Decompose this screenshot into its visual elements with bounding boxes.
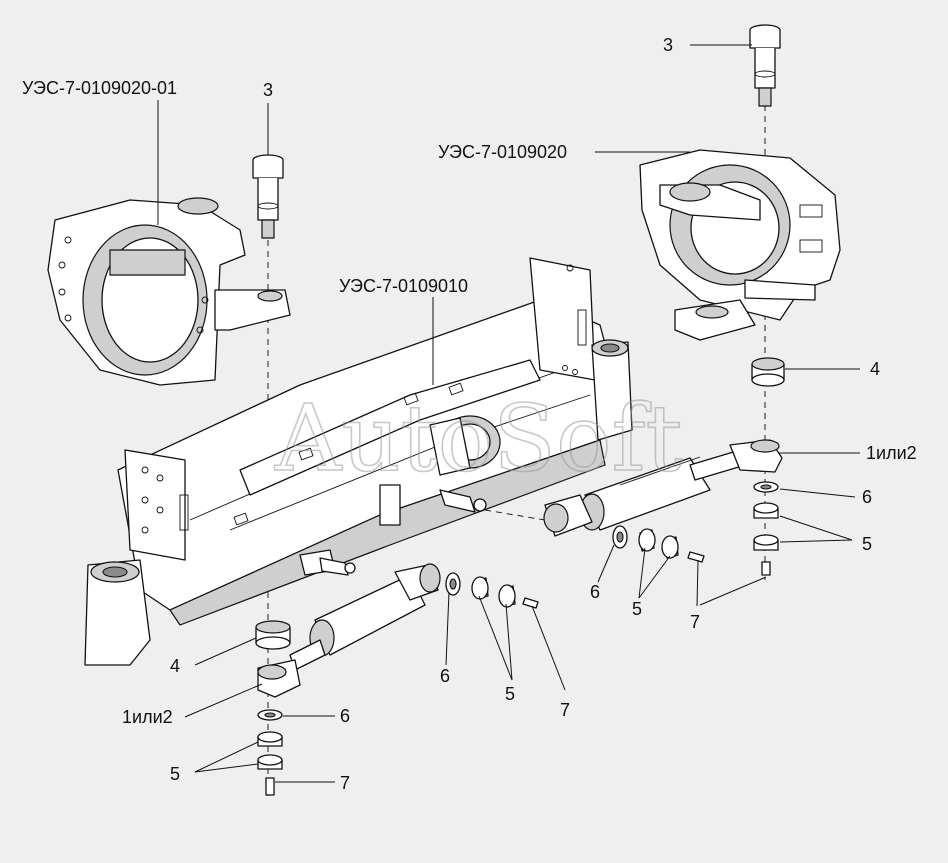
watermark: AutoSoft — [274, 385, 683, 492]
king-pin-right — [749, 24, 781, 107]
label-cylinder-right: 1или2 — [866, 443, 917, 463]
right-steering-knuckle — [639, 149, 841, 341]
label-knuckle-right: УЭС-7-0109020 — [438, 142, 567, 162]
label-pin-left: 3 — [263, 80, 273, 100]
label-washer-right-stack: 6 — [862, 487, 872, 507]
label-fitting-left-mid: 7 — [560, 700, 570, 720]
axle-beam — [84, 257, 633, 666]
label-fitting-left-stack: 7 — [340, 773, 350, 793]
hardware-right-mid — [612, 525, 705, 563]
label-nuts-left-stack: 5 — [170, 764, 180, 784]
label-washer-left-stack: 6 — [340, 706, 350, 726]
label-knuckle-left: УЭС-7-0109020-01 — [22, 78, 177, 98]
label-nuts-right-mid: 5 — [632, 599, 642, 619]
left-steering-knuckle — [47, 197, 291, 386]
label-pin-right: 3 — [663, 35, 673, 55]
label-bushing-right: 4 — [870, 359, 880, 379]
label-nuts-left-mid: 5 — [505, 684, 515, 704]
label-washer-right-mid: 6 — [590, 582, 600, 602]
king-pin-left — [252, 154, 284, 239]
label-nuts-right-stack: 5 — [862, 534, 872, 554]
hardware-left-stack — [257, 709, 283, 796]
leader-lines — [157, 44, 860, 783]
label-bushing-left: 4 — [170, 656, 180, 676]
hydraulic-cylinder-left — [257, 563, 441, 698]
hardware-right-stack — [753, 481, 779, 576]
bushing-right — [751, 357, 785, 387]
label-fitting-right: 7 — [690, 612, 700, 632]
label-washer-left-mid: 6 — [440, 666, 450, 686]
bushing-left — [255, 620, 291, 650]
hardware-left-mid — [445, 572, 539, 609]
label-cylinder-left: 1или2 — [122, 707, 173, 727]
part-labels: УЭС-7-0109020-01 3 УЭС-7-0109020 3 УЭС-7… — [22, 35, 917, 793]
hydraulic-cylinder-right — [543, 439, 783, 537]
label-beam: УЭС-7-0109010 — [339, 276, 468, 296]
